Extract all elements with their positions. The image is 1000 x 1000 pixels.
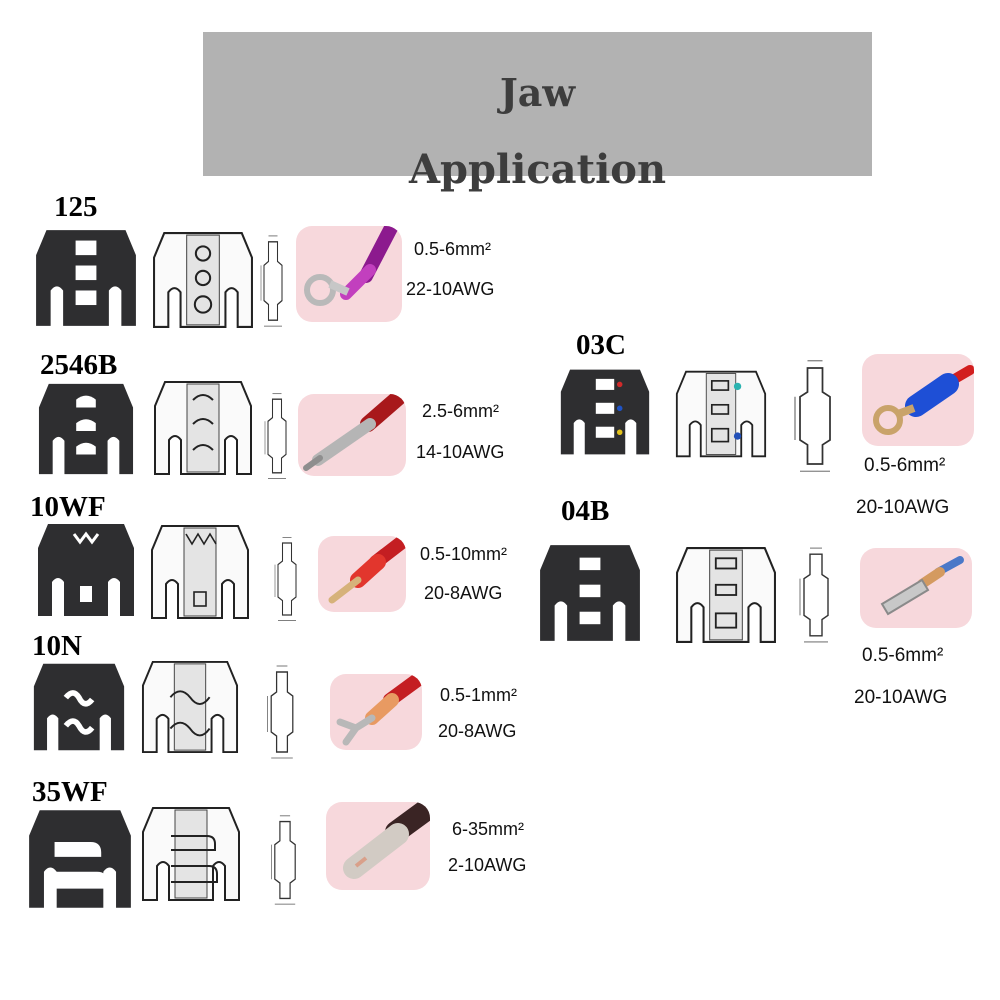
jaw-spec-awg-125: 22-10AWG	[406, 279, 495, 299]
jaw-spec-mm-04b: 0.5-6mm²	[862, 645, 944, 666]
dimension-drawing-10n-icon	[264, 662, 300, 762]
jaw-spec-awg-2546b: 14-10AWG	[416, 442, 505, 462]
jaw-spec-mm-10wf: 0.5-10mm²	[420, 544, 508, 564]
jaw-photo-2546b-icon	[32, 380, 140, 478]
dimension-drawing-35wf-icon	[268, 812, 302, 908]
jaw-drawing-10wf-icon	[148, 522, 252, 622]
dimension-drawing-2546b-icon	[262, 390, 292, 482]
jaw-photo-35wf-icon	[24, 806, 136, 912]
terminal-ferrule-icon	[318, 536, 406, 612]
terminal-ring-icon	[296, 226, 402, 322]
terminal-fork-icon	[330, 674, 422, 750]
jaw-photo-10n-icon	[24, 660, 134, 754]
terminal-insulated-ring-icon	[862, 354, 974, 446]
jaw-photo-04b-icon	[538, 540, 642, 646]
jaw-label-10wf: 10WF	[30, 491, 106, 523]
jaw-drawing-2546b-icon	[152, 378, 254, 478]
jaw-label-04b: 04B	[561, 495, 610, 527]
jaw-spec-mm-10n: 0.5-1mm²	[440, 685, 518, 705]
jaw-label-2546b: 2546B	[40, 349, 118, 381]
jaw-spec-awg-04b: 20-10AWG	[854, 687, 948, 708]
jaw-photo-03c-icon	[550, 366, 660, 458]
jaw-drawing-03c-icon	[668, 368, 774, 460]
jaw-spec-mm-03c: 0.5-6mm²	[864, 455, 946, 476]
terminal-large-ferrule-icon	[326, 802, 430, 890]
jaw-photo-10wf-icon	[32, 520, 140, 620]
jaw-spec-mm-2546b: 2.5-6mm²	[422, 401, 500, 421]
dimension-drawing-03c-icon	[790, 356, 840, 476]
banner-title-line1: Jaw	[499, 70, 576, 115]
jaw-drawing-04b-icon	[674, 544, 778, 646]
jaw-spec-awg-03c: 20-10AWG	[856, 497, 950, 518]
jaw-spec-mm-35wf: 6-35mm²	[452, 819, 525, 839]
jaw-spec-awg-10wf: 20-8AWG	[424, 583, 503, 603]
terminal-spade-icon	[860, 548, 972, 628]
jaw-spec-awg-35wf: 2-10AWG	[448, 855, 527, 875]
jaw-label-125: 125	[54, 191, 98, 223]
title-banner: Jaw Application	[203, 32, 872, 193]
jaw-spec-mm-125: 0.5-6mm²	[414, 239, 492, 259]
dimension-drawing-125-icon	[258, 232, 288, 330]
jaw-label-10n: 10N	[32, 630, 82, 662]
jaw-label-35wf: 35WF	[32, 776, 108, 808]
jaw-label-03c: 03C	[576, 329, 626, 361]
jaw-drawing-10n-icon	[136, 658, 244, 756]
jaw-drawing-35wf-icon	[136, 804, 246, 904]
banner-title-line2: Application	[408, 146, 667, 193]
terminal-pin-icon	[298, 394, 406, 476]
jaw-photo-125-icon	[32, 226, 140, 330]
dimension-drawing-04b-icon	[796, 544, 836, 646]
jaw-drawing-125-icon	[152, 228, 254, 332]
jaw-spec-awg-10n: 20-8AWG	[438, 721, 517, 741]
dimension-drawing-10wf-icon	[272, 534, 302, 624]
